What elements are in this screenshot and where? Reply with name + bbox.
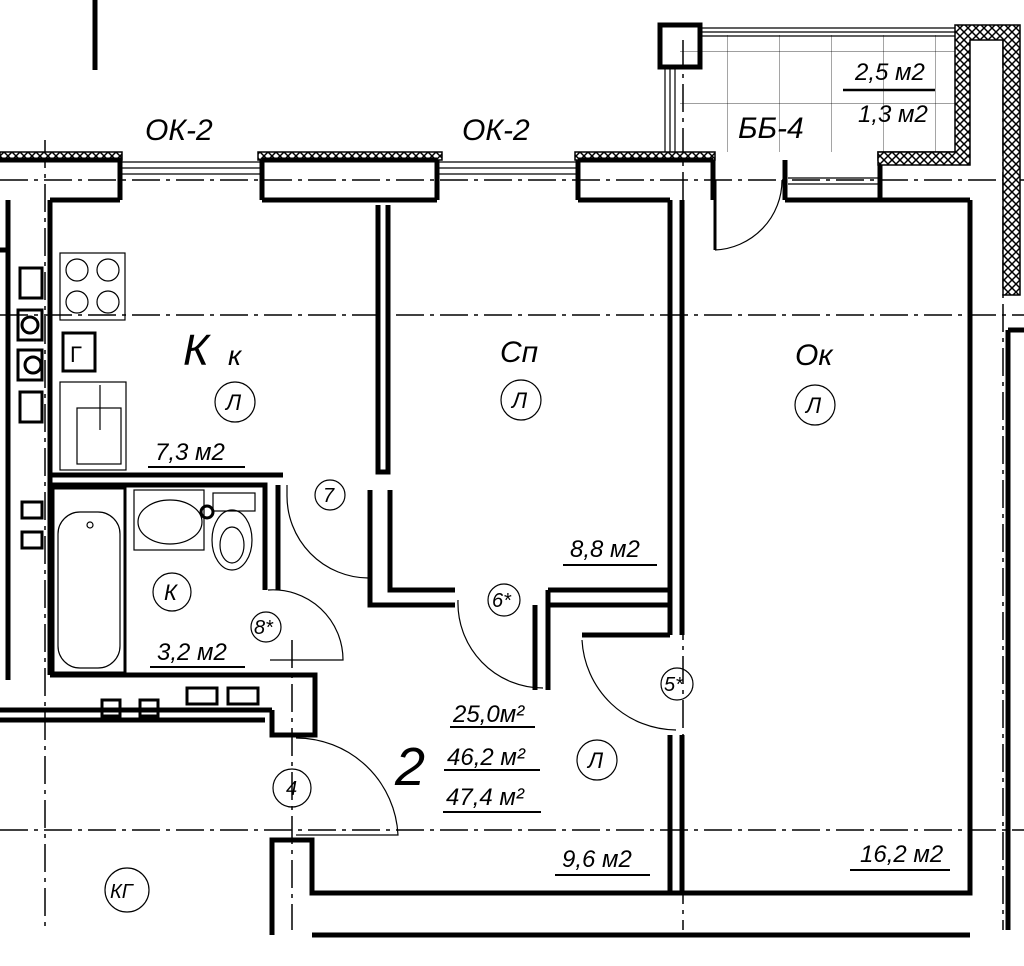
kitchen-area: 7,3 м2 — [155, 439, 225, 466]
svg-text:4: 4 — [286, 778, 297, 800]
balcony-area-reduced: 1,3 м2 — [858, 101, 928, 128]
stove-icon — [59, 252, 126, 321]
door-8[interactable]: 8* — [250, 589, 344, 661]
window-ok2-left — [122, 161, 260, 175]
bathroom-area: 3,2 м2 — [157, 639, 227, 666]
svg-text:6*: 6* — [492, 590, 512, 612]
svg-text:7: 7 — [323, 485, 335, 507]
living-floor-mark: Л — [804, 393, 822, 418]
door-7[interactable]: 7 — [286, 479, 369, 579]
door-5[interactable]: 5* — [581, 639, 694, 731]
washbasin-icon — [133, 489, 215, 551]
door-6[interactable]: 6* — [457, 583, 544, 689]
balcony-door[interactable] — [713, 177, 878, 251]
window-label: ОК-2 — [462, 114, 530, 147]
ventilation-shafts — [16, 266, 44, 550]
room-count: 2 — [394, 737, 425, 797]
door-4[interactable]: 4 — [272, 737, 399, 836]
window-ok2-right — [439, 161, 576, 175]
window-label: ОК-2 — [145, 114, 213, 147]
living-area-total: 25,0м² — [452, 701, 525, 728]
balcony — [657, 22, 1021, 296]
kitchen-label: К — [183, 326, 211, 375]
svg-text:5*: 5* — [664, 674, 684, 696]
balcony-area-total: 2,5 м2 — [854, 59, 925, 86]
living-room-label: Ок — [795, 339, 834, 372]
bedroom-area: 8,8 м2 — [570, 536, 640, 563]
utility-blocks — [100, 686, 260, 718]
svg-text:8*: 8* — [254, 617, 274, 639]
boiler-icon: Г — [61, 331, 97, 373]
walls — [0, 0, 1024, 938]
balcony-door-label: ББ-4 — [738, 112, 804, 145]
hall-floor-mark: Л — [586, 748, 604, 773]
bathtub-icon — [51, 486, 127, 675]
corridor-floor-mark: КГ — [110, 881, 135, 903]
sink-icon — [59, 381, 127, 471]
bathroom-floor-mark: К — [164, 580, 178, 605]
kitchen-floor-mark: Л — [224, 390, 242, 415]
bedroom-floor-mark: Л — [510, 388, 528, 413]
total-area-with-balcony: 47,4 м² — [446, 784, 525, 811]
living-room-area: 16,2 м2 — [860, 841, 943, 868]
hall-area: 9,6 м2 — [562, 846, 632, 873]
kitchen-sublabel: к — [228, 340, 243, 371]
toilet-icon — [211, 492, 256, 571]
svg-text:Г: Г — [70, 342, 82, 367]
exterior-wall-top — [0, 151, 970, 203]
bedroom-label: Сп — [500, 336, 538, 369]
total-area: 46,2 м² — [447, 744, 526, 771]
